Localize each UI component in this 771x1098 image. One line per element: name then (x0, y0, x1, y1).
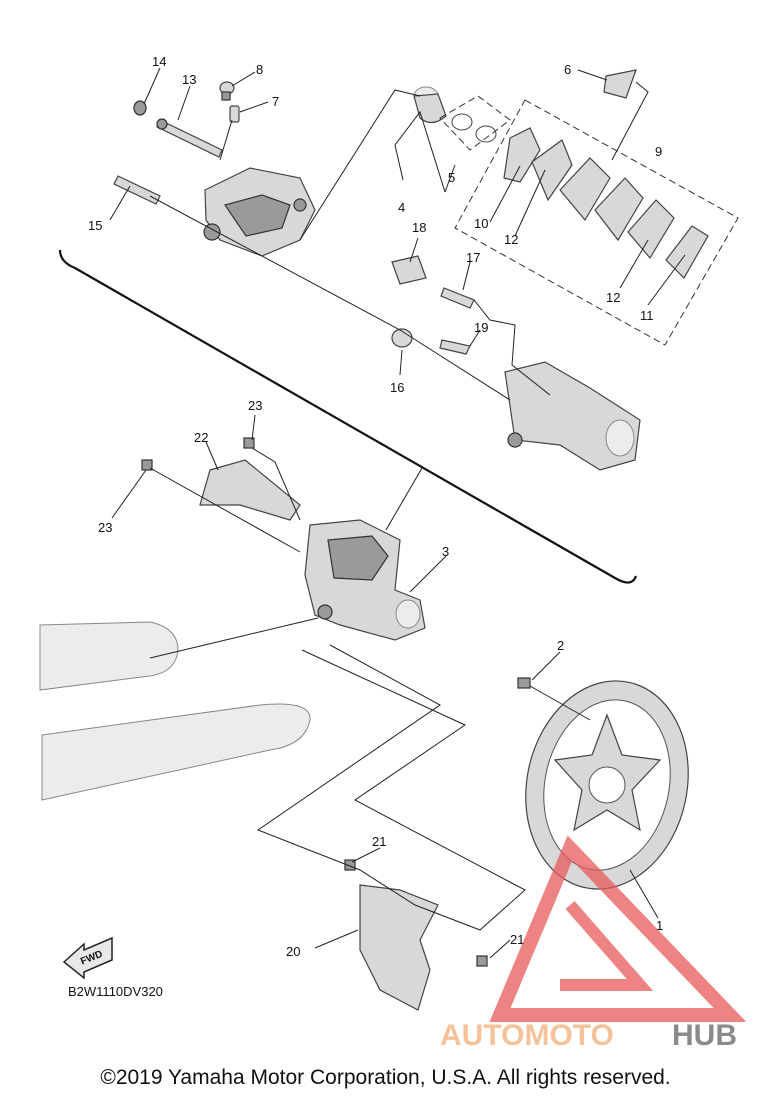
piston-4 (413, 86, 447, 124)
pin-15 (113, 175, 161, 205)
brake-disc-1 (525, 680, 689, 890)
callout-21-a: 21 (372, 834, 386, 849)
callout-6: 6 (564, 62, 571, 77)
callout-12-b: 12 (606, 290, 620, 305)
bolt-13 (156, 118, 223, 158)
callout-17: 17 (466, 250, 480, 265)
diagram-code: B2W1110DV320 (68, 984, 163, 999)
seal-kit-5 (439, 95, 511, 151)
hose-guard-22 (199, 459, 301, 521)
brake-pads (503, 127, 709, 279)
callout-7: 7 (272, 94, 279, 109)
callout-4: 4 (398, 200, 405, 215)
callout-labels: 1 2 3 4 5 6 7 8 9 10 11 12 12 13 14 15 1… (88, 54, 663, 959)
callout-22: 22 (194, 430, 208, 445)
pad-spring-6 (603, 69, 637, 99)
bolt-21-b (476, 955, 488, 967)
leader-lines (109, 67, 686, 959)
callout-13: 13 (182, 72, 196, 87)
callout-11: 11 (640, 308, 654, 323)
callout-2: 2 (557, 638, 564, 653)
callout-21-b: 21 (510, 932, 524, 947)
clip-19 (439, 339, 471, 355)
callout-19: 19 (474, 320, 488, 335)
callout-12-a: 12 (504, 232, 518, 247)
bolt-23-a (243, 437, 255, 449)
callout-20: 20 (286, 944, 300, 959)
caliper-body-upper (203, 167, 316, 257)
callout-10: 10 (474, 216, 488, 231)
cap-14 (133, 100, 147, 116)
callout-3: 3 (442, 544, 449, 559)
watermark-text-right: HUB (672, 1019, 737, 1052)
caliper-bracket-upper (504, 361, 641, 471)
group-bracket-line (58, 249, 638, 584)
callout-14: 14 (152, 54, 166, 69)
watermark-text-left: AUTOMOTO (440, 1019, 614, 1052)
bolt-21-a (344, 859, 356, 871)
swingarm-upper-ghost (39, 621, 179, 691)
swingarm-lower-ghost (41, 703, 311, 801)
fwd-arrow-icon: FWD (62, 936, 113, 980)
watermark-logo (489, 835, 747, 1022)
callout-5: 5 (448, 170, 455, 185)
callout-8: 8 (256, 62, 263, 77)
bracket-to-caliper-line (385, 467, 423, 531)
bleed-screw-8 (219, 81, 235, 101)
brake-pad-kit-box (454, 99, 739, 346)
bolt-2 (517, 677, 531, 689)
bolt-23-b (141, 459, 153, 471)
disc-guard-20 (359, 884, 439, 1011)
bleed-screw-7 (229, 105, 240, 123)
callout-23-a: 23 (248, 398, 262, 413)
copyright-notice: ©2019 Yamaha Motor Corporation, U.S.A. A… (100, 1066, 671, 1089)
callout-23-b: 23 (98, 520, 112, 535)
callout-15: 15 (88, 218, 102, 233)
callout-1: 1 (656, 918, 663, 933)
callout-16: 16 (390, 380, 404, 395)
callout-9: 9 (655, 144, 662, 159)
bushing-18 (391, 255, 427, 285)
caliper-assy-3 (304, 519, 426, 641)
bolt-17 (440, 287, 475, 309)
callout-18: 18 (412, 220, 426, 235)
